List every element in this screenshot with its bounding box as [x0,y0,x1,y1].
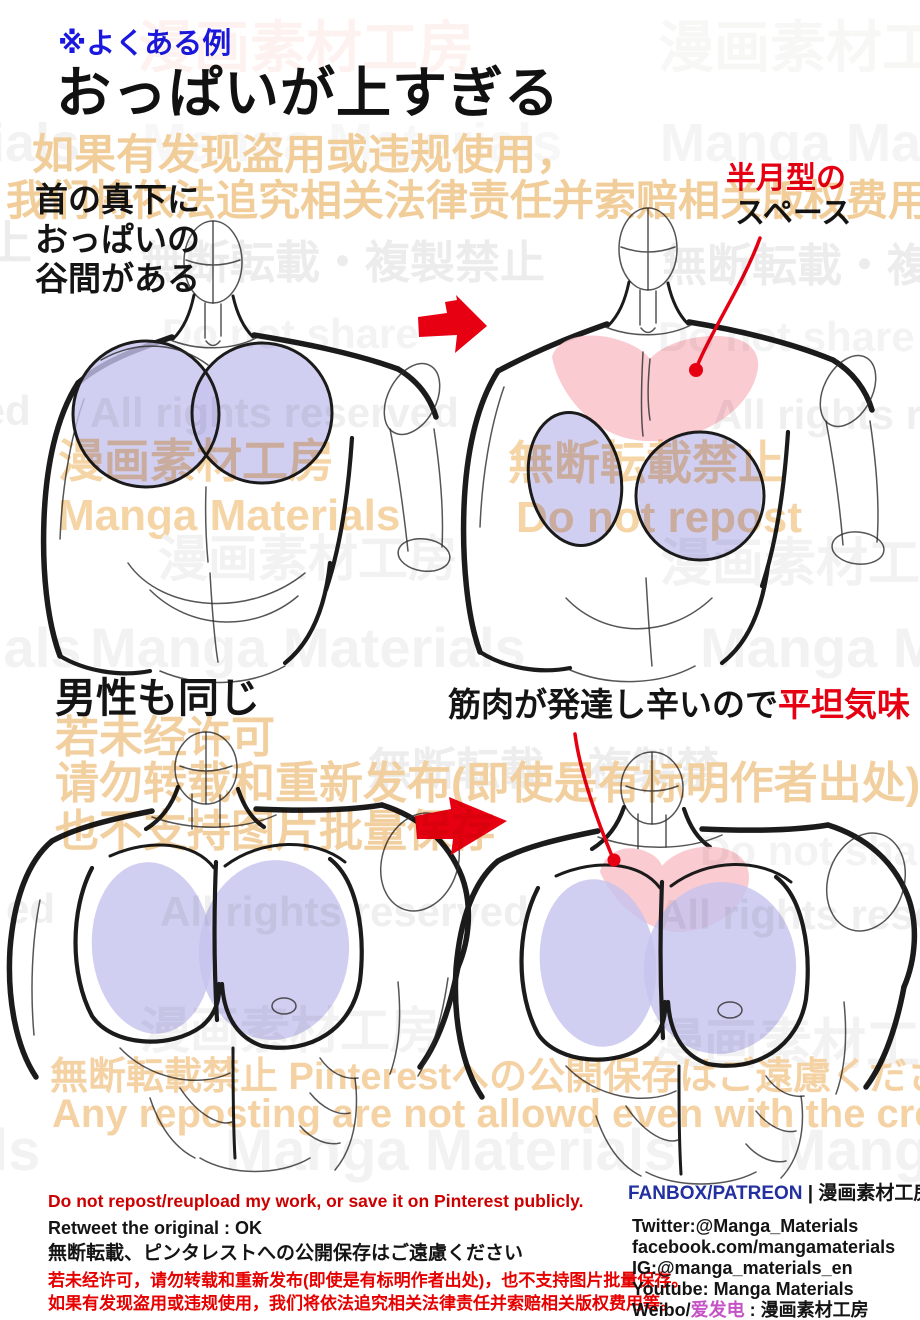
red-arrow-icon [418,295,487,353]
footer-retweet-ok: Retweet the original : OK [48,1218,263,1238]
pointer-line [573,732,614,858]
halfmoon-label-red: 半月型の [726,162,846,195]
figure-male-correct [452,732,918,1185]
pec-highlight-left [91,862,213,1034]
figure-female-wrong [40,220,451,684]
twitter-handle: Twitter:@Manga_Materials [632,1216,859,1236]
breast-highlight-left [74,342,218,486]
page-title: おっぱいが上すぎる [56,63,561,124]
muscle-flat-caption: 筋肉が発達し辛いので平坦気味 [448,688,910,721]
note-line: 谷間がある [35,260,200,298]
muscle-caption-black: 筋肉が発達し辛いので [448,686,778,723]
pec-highlight-right [643,882,797,1054]
pec-highlight-right [198,860,350,1040]
footer-no-repost-jp: 無断転載、ピンタレストへの公開保存はご遠慮ください [48,1243,524,1264]
cleavage-under-neck-note: 首の真下におっぱいの谷間がある [35,180,200,299]
youtube-channel: Youtube: Manga Materials [632,1279,854,1299]
aifadian-label: 爱发电 [690,1300,745,1320]
footer-no-repost-cn2: 如果有发现盗用或违规使用，我们将依法追究相关法律责任并索赔相关版权费用等。 [48,1294,677,1313]
breast-highlight-right [193,344,331,482]
red-arrow-icon [415,797,507,855]
facebook-url: facebook.com/mangamaterials [632,1237,896,1257]
footer-no-repost-en: Do not repost/reupload my work, or save … [48,1191,584,1211]
pec-highlight-left [539,879,657,1047]
social-links: Twitter:@Manga_Materials facebook.com/ma… [632,1216,895,1320]
weibo-prefix: Weibo/ [632,1300,691,1320]
weibo-suffix: : 漫画素材工房 [744,1300,869,1320]
fanbox-patreon-label: FANBOX/PATREON [628,1183,803,1204]
note-line: 首の真下に [35,181,200,218]
muscle-caption-red: 平坦気味 [778,686,910,723]
breast-highlight-left [529,413,621,545]
heading-separator: | [802,1183,819,1204]
figure-male-wrong [6,731,472,1173]
breast-highlight-right [638,432,762,560]
halfmoon-space-highlight [552,335,759,442]
studio-name: 漫画素材工房 [818,1183,920,1204]
common-example-note: ※よくある例 [58,28,232,60]
halfmoon-label-black: スペース [735,197,852,230]
weibo-account: Weibo/爱发电 : 漫画素材工房 [632,1300,895,1320]
footer-no-repost-cn1: 若未经许可，请勿转载和重新发布(即使是有标明作者出处)，也不支持图片批量保存。 [48,1271,689,1290]
pointer-dot [689,363,703,377]
pointer-dot [607,853,621,867]
fanbox-patreon-heading: FANBOX/PATREON | 漫画素材工房 [628,1184,920,1203]
note-line: おっぱいの [35,220,200,258]
pointer-line [696,236,762,366]
instagram-handle: IG:@manga_materials_en [632,1258,853,1278]
halfmoon-space-label: 半月型の スペース [726,164,851,229]
figure-female-correct [460,207,885,683]
same-for-men-heading: 男性も同じ [55,675,260,721]
